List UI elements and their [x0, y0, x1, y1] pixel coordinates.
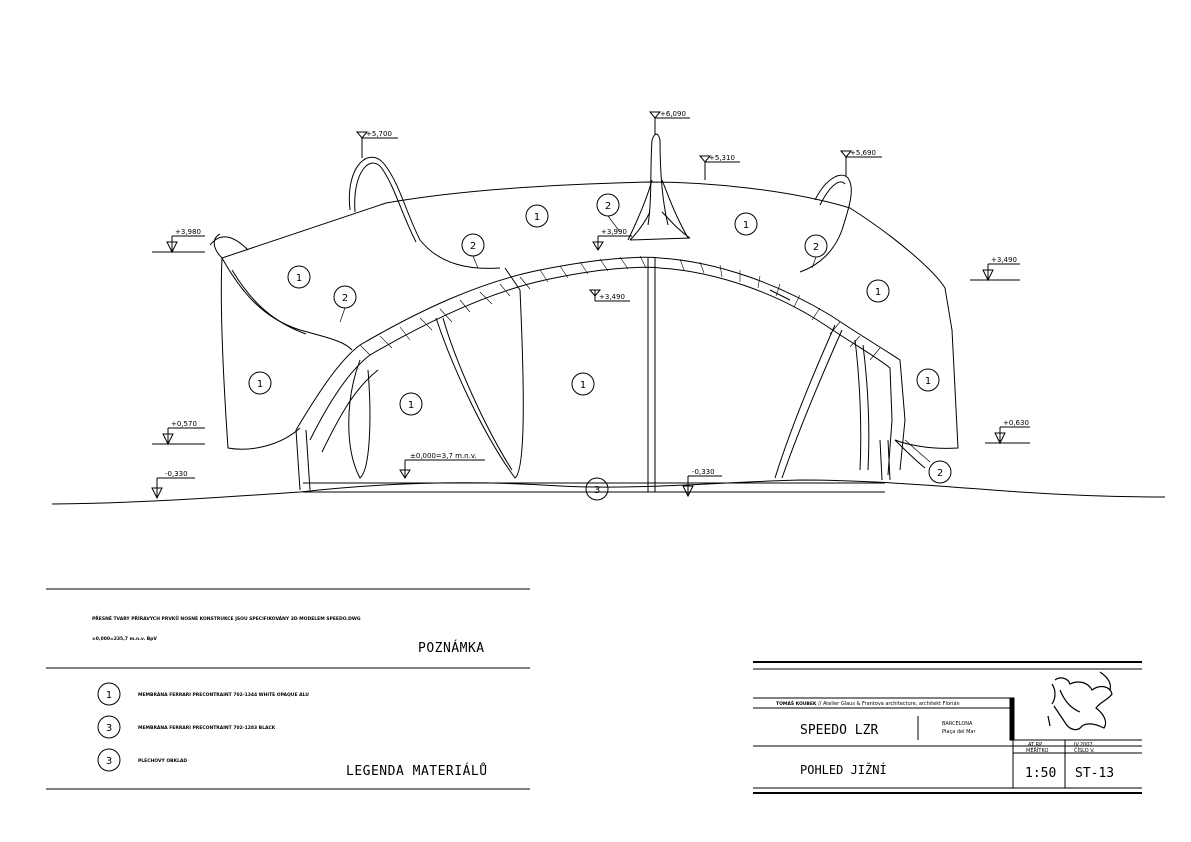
note-heading: POZNÁMKA	[418, 640, 485, 656]
sheet-label: ČÍSLO V.	[1074, 747, 1095, 754]
marker-label: 2	[470, 241, 476, 252]
project-place: Plaça del Mar	[942, 729, 976, 735]
drawing-scale: 1:50	[1025, 766, 1056, 781]
marker-label: 1	[408, 400, 414, 411]
level-mid-right: +5,310	[709, 154, 735, 162]
main-truss	[295, 256, 906, 471]
project-city: BARCELONA	[942, 721, 973, 727]
marker-label: 3	[594, 485, 600, 496]
level-mid-ground: -0,330	[692, 468, 715, 476]
center-spire	[647, 133, 669, 226]
level-ridge-mid: +3,990	[601, 228, 627, 236]
level-right-edge: +3,490	[991, 256, 1017, 264]
legend-marker: 3	[106, 756, 112, 767]
marker-label: 2	[342, 293, 348, 304]
level-ridge-under: +3,490	[599, 293, 625, 301]
drawing-title: POHLED JIŽNÍ	[800, 762, 887, 777]
level-datum: ±0,000=3,7 m.n.v.	[410, 452, 477, 460]
legend-item-text: MEMBRÁNA FERRARI PRECONTRAINT 702-1344 W…	[138, 691, 309, 698]
level-left-low: +0,570	[171, 420, 197, 428]
marker-label: 2	[813, 242, 819, 253]
note-line-1: PŘESNÉ TVARY PŘÍRAVÝCH PRVKŮ NOSNÉ KONST…	[92, 614, 361, 622]
left-arch	[348, 156, 501, 269]
level-left-ground: -0,330	[165, 470, 188, 478]
membrane-outline	[221, 181, 959, 449]
level-top-spire: +6,090	[660, 110, 686, 118]
legend-heading: LEGENDA MATERIÁLŮ	[346, 763, 488, 779]
marker-label: 1	[743, 220, 749, 231]
level-right-arch: +5,690	[850, 149, 876, 157]
marker-circles	[248, 193, 952, 501]
legend-marker: 3	[106, 723, 112, 734]
department: AT RP	[1028, 742, 1042, 748]
project-name: SPEEDO LZR	[800, 723, 878, 738]
marker-label: 2	[937, 468, 943, 479]
office-name: // Atelier Glaus & Frantova architecture…	[818, 700, 960, 707]
university-lion-logo	[1047, 671, 1113, 731]
scale-label: MĚŘÍTKO	[1026, 746, 1048, 754]
drawing-date: IV.2007	[1074, 742, 1093, 748]
title-block	[753, 661, 1142, 794]
legend-item-text: PLECHOVÝ OBKLAD	[138, 757, 187, 764]
ground-line	[51, 479, 1166, 505]
marker-label: 2	[605, 201, 611, 212]
marker-label: 1	[257, 379, 263, 390]
marker-label: 1	[296, 273, 302, 284]
level-left-edge: +3,980	[175, 228, 201, 236]
sheet-number: ST-13	[1075, 766, 1114, 781]
legend-marker: 1	[106, 690, 112, 701]
level-left-arch: +5,700	[366, 130, 392, 138]
note-line-2: ±0,000=235,7 m.n.v. BpV	[92, 636, 157, 642]
legend-item-text: MEMBRÁNA FERRARI PRECONTRAINT 702-1283 B…	[138, 724, 276, 731]
author-name: TOMÁŠ KOUBEK	[776, 700, 817, 707]
right-arch	[799, 174, 852, 273]
marker-label: 1	[580, 380, 586, 391]
marker-label: 1	[875, 287, 881, 298]
level-right-low: +0,630	[1003, 419, 1029, 427]
marker-label: 1	[925, 376, 931, 387]
marker-label: 1	[534, 212, 540, 223]
